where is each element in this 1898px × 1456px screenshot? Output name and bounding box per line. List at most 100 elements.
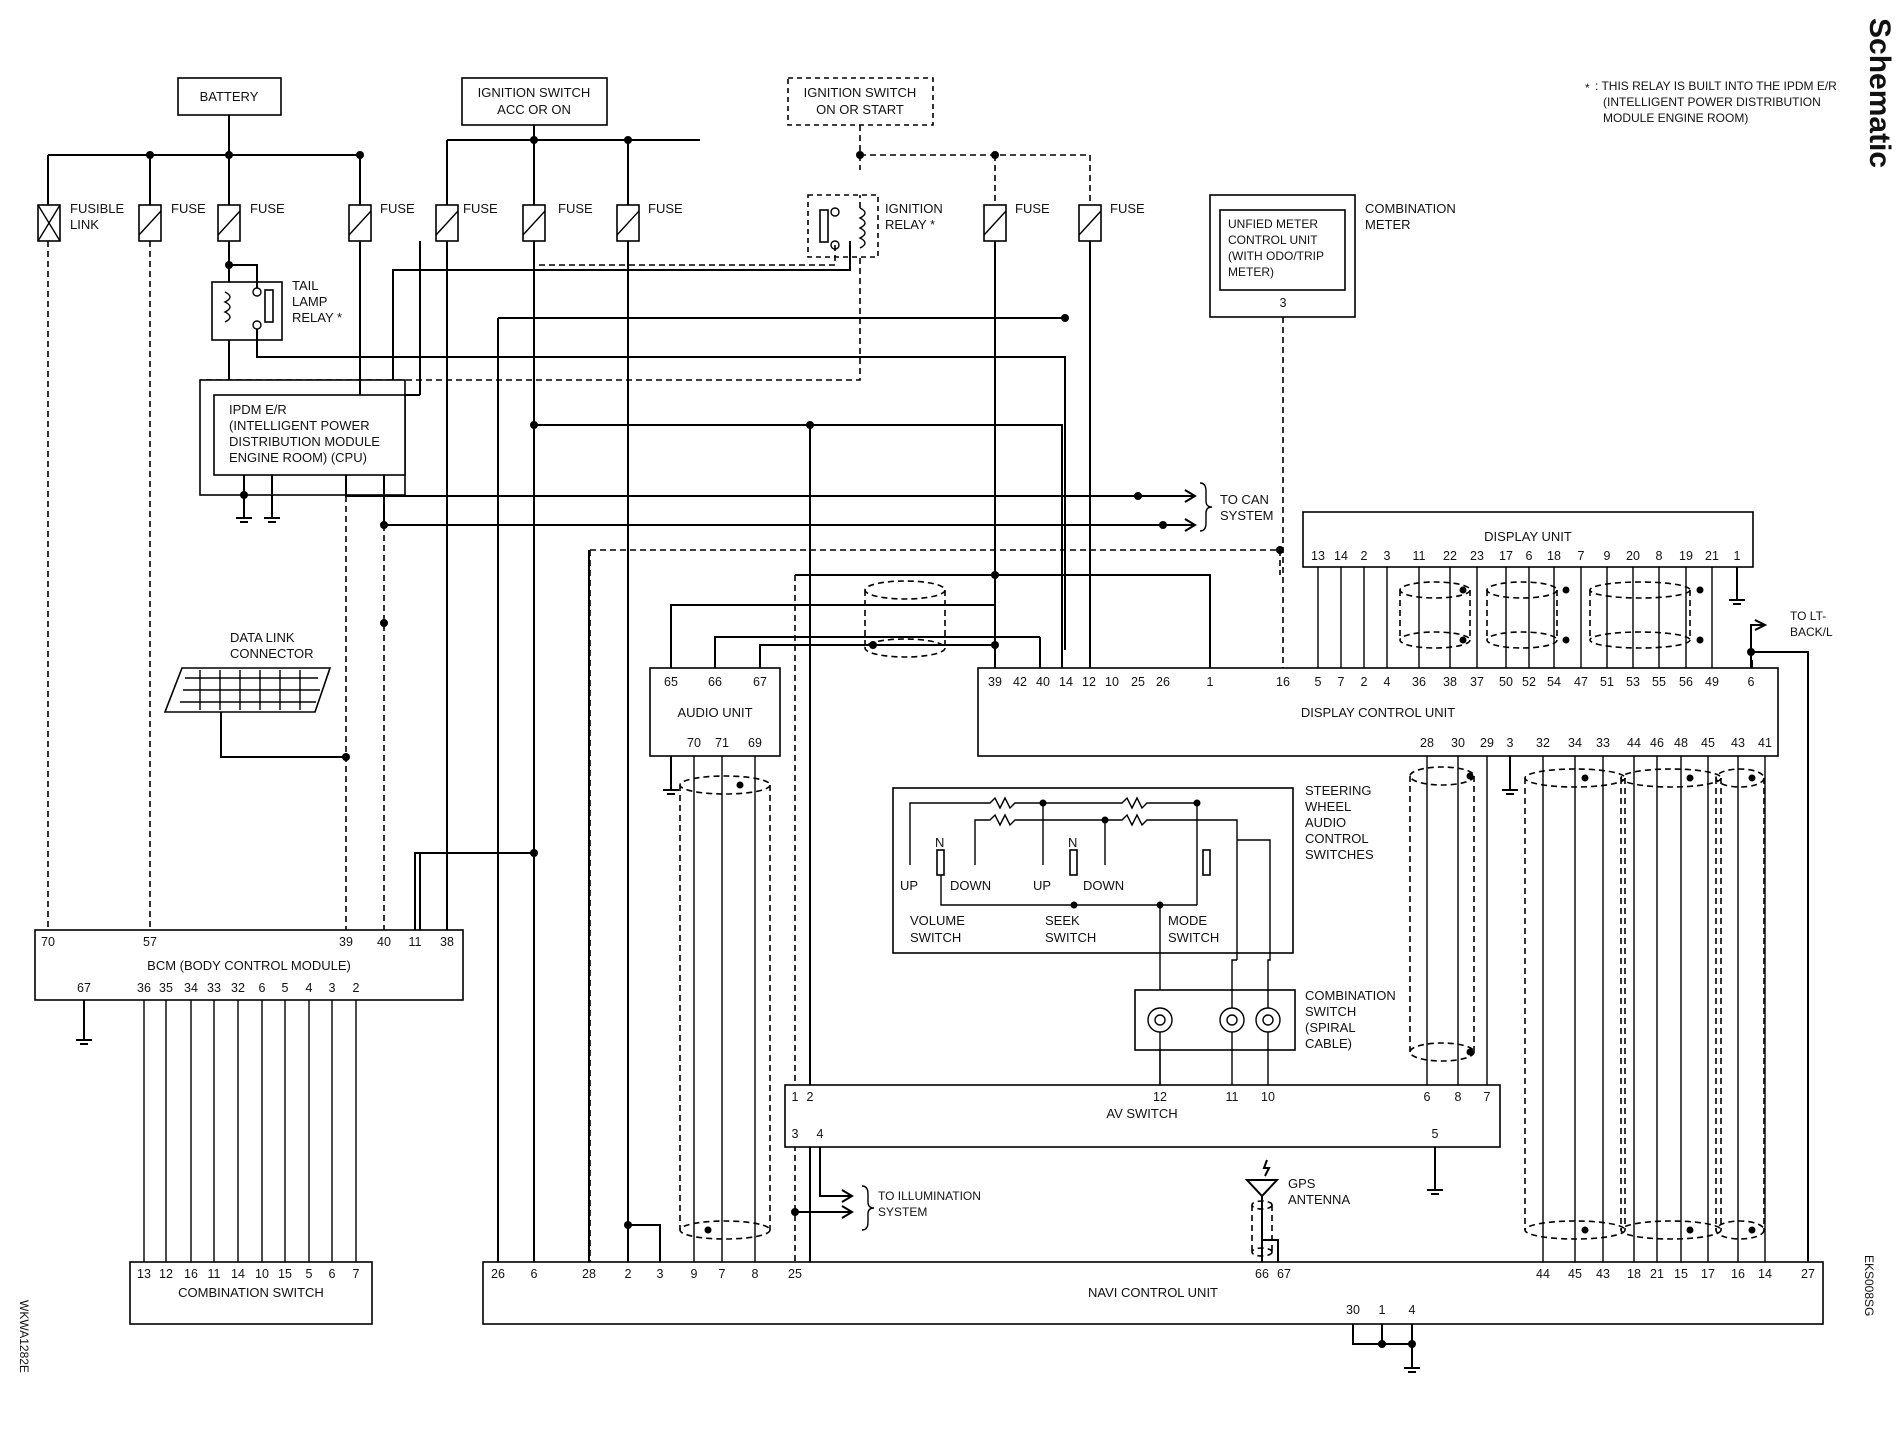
nv-bp-1: 1: [1379, 1303, 1386, 1317]
fuse-3-label: FUSE: [380, 201, 415, 216]
fuse-6: [616, 204, 640, 242]
dcu-top-pins: 39 42 40 14 12 10 25 26 1 16 5 7 2 4 36 …: [988, 675, 1754, 689]
to-lt-label-1: TO LT-: [1790, 609, 1826, 623]
dcu-tp-5: 10: [1105, 675, 1119, 689]
steering-label-4: CONTROL: [1305, 831, 1369, 846]
nv-tp-19: 14: [1758, 1267, 1772, 1281]
audio-pin-66: 66: [708, 675, 722, 689]
ipdm-label-1: IPDM E/R: [229, 402, 287, 417]
nv-tp-12: 45: [1568, 1267, 1582, 1281]
bcm-bp-5: 32: [231, 981, 245, 995]
nv-tp-20: 27: [1801, 1267, 1815, 1281]
dcu-bp-11: 43: [1731, 736, 1745, 750]
gps-label-1: GPS: [1288, 1176, 1316, 1191]
cs-pin-5: 10: [255, 1267, 269, 1281]
cs-pin-6: 15: [278, 1267, 292, 1281]
volume-label-1: VOLUME: [910, 913, 965, 928]
illumination-label-1: TO ILLUMINATION: [878, 1189, 981, 1203]
navi-top-pins: 26 6 28 2 3 9 7 8 25 66 67 44 45 43 18 2…: [491, 1267, 1815, 1281]
display-unit: [1302, 511, 1754, 568]
figure-code-left: WKWA1282E: [17, 1300, 31, 1373]
display-shields: [1399, 581, 1691, 649]
ignition-start-label-2: ON OR START: [816, 102, 904, 117]
bcm-bp-3: 34: [184, 981, 198, 995]
spiral-cable-box: [1134, 989, 1296, 1051]
av-tp-7: 7: [1484, 1090, 1491, 1104]
bcm-bp-7: 5: [282, 981, 289, 995]
bcm-tp-70: 70: [41, 935, 55, 949]
tail-relay-label-2: LAMP: [292, 294, 327, 309]
dcu-bp-0: 28: [1420, 736, 1434, 750]
mode-switch: [1202, 849, 1211, 876]
meter-inner-2: CONTROL UNIT: [1228, 233, 1318, 247]
av-tp-2: 12: [1153, 1090, 1167, 1104]
du-pin-12: 20: [1626, 549, 1640, 563]
dcu-bp-1: 30: [1451, 736, 1465, 750]
steering-label-5: SWITCHES: [1305, 847, 1374, 862]
av-tp-0: 1: [792, 1090, 799, 1104]
ipdm-label-4: ENGINE ROOM) (CPU): [229, 450, 367, 465]
cs-pin-1: 12: [159, 1267, 173, 1281]
illumination-label-2: SYSTEM: [878, 1205, 927, 1219]
dcu-bp-4: 32: [1536, 736, 1550, 750]
ignition-acc-box: [461, 77, 608, 126]
bcm-label: BCM (BODY CONTROL MODULE): [147, 958, 351, 973]
fuse-8: [1078, 204, 1102, 242]
n-label-2: N: [1068, 835, 1077, 850]
ipdm-cpu: [213, 394, 406, 476]
audio-pin-69: 69: [748, 736, 762, 750]
tail-relay-label-3: RELAY *: [292, 310, 342, 325]
fusible-link-label-2: LINK: [70, 217, 99, 232]
note-marker: *: [1585, 81, 1590, 95]
can-label-2: SYSTEM: [1220, 508, 1273, 523]
dcu-tp-10: 5: [1315, 675, 1322, 689]
note-line-2: (INTELLIGENT POWER DISTRIBUTION: [1603, 95, 1821, 109]
bcm-tp-11: 11: [409, 935, 422, 949]
spiral-label-1: COMBINATION: [1305, 988, 1396, 1003]
fuse-5-label: FUSE: [558, 201, 593, 216]
bcm-bp-10: 2: [353, 981, 360, 995]
audio-pin-70: 70: [687, 736, 701, 750]
comb-switch-pins: 13 12 16 11 14 10 15 5 6 7: [137, 1267, 359, 1281]
dcu-tp-16: 37: [1470, 675, 1484, 689]
audio-pin-71: 71: [715, 736, 729, 750]
fuse-6-label: FUSE: [648, 201, 683, 216]
nv-tp-18: 16: [1731, 1267, 1745, 1281]
bcm-bp-9: 3: [329, 981, 336, 995]
nv-tp-0: 26: [491, 1267, 505, 1281]
nv-tp-4: 3: [657, 1267, 664, 1281]
fusible-link-label-1: FUSIBLE: [70, 201, 125, 216]
du-pin-7: 17: [1499, 549, 1513, 563]
meter-label-2: METER: [1365, 217, 1411, 232]
av-switch: [784, 1084, 1501, 1148]
to-lt-label-2: BACK/L: [1790, 625, 1833, 639]
audio-pin-65: 65: [664, 675, 678, 689]
bcm-bp-1: 36: [137, 981, 151, 995]
dcu-av-shield: [1409, 766, 1475, 1062]
av-bp-5: 5: [1432, 1127, 1439, 1141]
spiral-label-2: SWITCH: [1305, 1004, 1356, 1019]
steering-switch-box: [892, 787, 1294, 954]
dcu-tp-19: 54: [1547, 675, 1561, 689]
nv-tp-1: 6: [531, 1267, 538, 1281]
n-label-1: N: [935, 835, 944, 850]
du-pin-15: 21: [1705, 549, 1719, 563]
dcu-tp-7: 26: [1156, 675, 1170, 689]
volume-label-2: SWITCH: [910, 930, 961, 945]
du-pin-4: 11: [1413, 549, 1426, 563]
du-pin-14: 19: [1679, 549, 1693, 563]
dcu-tp-0: 39: [988, 675, 1002, 689]
navi-label: NAVI CONTROL UNIT: [1088, 1285, 1218, 1300]
dcu-tp-20: 47: [1574, 675, 1588, 689]
audio-pin-67: 67: [753, 675, 767, 689]
du-pin-8: 6: [1526, 549, 1533, 563]
display-unit-pins: 13 14 2 3 11 22 23 17 6 18 7 9 20 8 19 2…: [1311, 549, 1740, 563]
seek-label-1: SEEK: [1045, 913, 1080, 928]
dcu-tp-17: 50: [1499, 675, 1513, 689]
dcu-bp-3: 3: [1507, 736, 1514, 750]
bcm-tp-40: 40: [377, 935, 391, 949]
dcu-tp-12: 2: [1361, 675, 1368, 689]
dcu-bp-5: 34: [1568, 736, 1582, 750]
du-pin-10: 7: [1578, 549, 1585, 563]
fuse-2: [217, 204, 241, 242]
